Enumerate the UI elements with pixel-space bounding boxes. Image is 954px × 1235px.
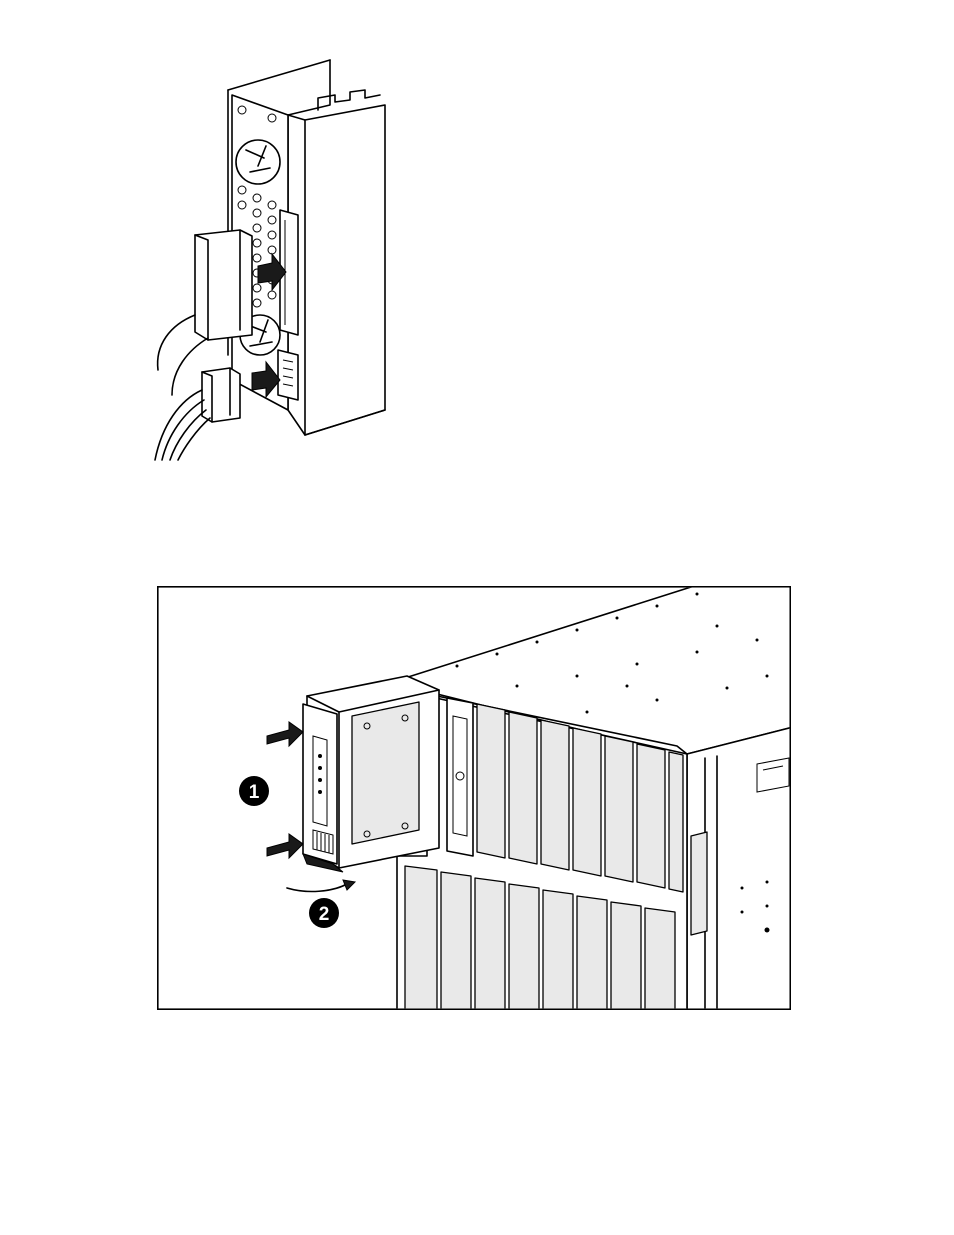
blade-insertion-illustration: 1 2 [157,586,791,1010]
adjacent-server-blade [447,698,473,856]
power-connector [278,350,298,400]
callout-label: 1 [249,782,260,803]
callout-label: 2 [319,904,330,925]
data-cable-plug [195,230,252,340]
power-cable-plug [202,368,240,422]
enclosure-handle [691,832,707,935]
tape-blade-bezel [303,704,337,864]
callout-step-2: 2 [309,898,339,928]
drive-side-panel [305,105,385,435]
tape-blade-side-panel [352,702,419,844]
cable-connection-illustration [140,50,400,470]
callout-step-1: 1 [239,776,269,806]
